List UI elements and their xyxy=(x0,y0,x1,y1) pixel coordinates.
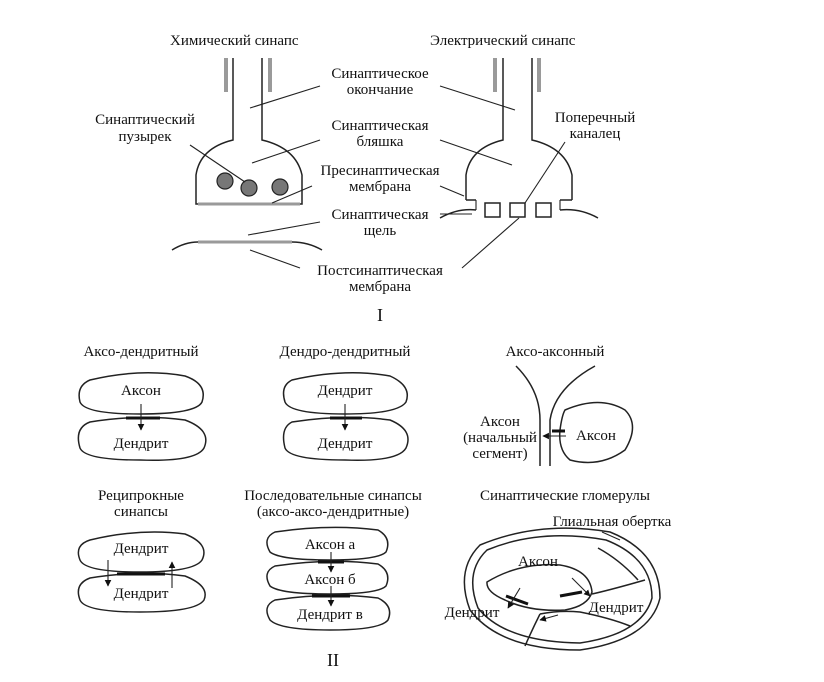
label-reciprocal-2: синапсы xyxy=(114,504,168,520)
label-dendrite-2b: Дендрит xyxy=(318,436,373,452)
label-dendrite-glom-left: Дендрит xyxy=(445,605,500,621)
label-presyn-1: Пресинаптическая xyxy=(321,163,440,179)
label-postsyn-2: мембрана xyxy=(349,279,411,295)
label-postsyn-1: Постсинаптическая xyxy=(317,263,443,279)
chemical-synapse xyxy=(171,58,323,251)
channel-2 xyxy=(509,202,526,218)
axodendritic-synapse: Аксо-дендритный Аксон Дендрит xyxy=(77,344,207,461)
label-reciprocal-1: Реципрокные xyxy=(98,488,184,504)
label-serial-2: (аксо-аксо-дендритные) xyxy=(257,504,409,520)
synaptic-glomeruli: Синаптические гломерулы Глиальная обертк… xyxy=(445,488,672,651)
label-axon-3: Аксон xyxy=(576,428,616,444)
vesicle-3 xyxy=(271,178,289,196)
label-part-2: II xyxy=(327,650,339,670)
label-channel-2: каналец xyxy=(570,126,621,142)
electrical-synapse xyxy=(439,58,599,219)
label-dendrodendritic: Дендро-дендритный xyxy=(280,344,411,360)
label-dendrite-1: Дендрит xyxy=(114,436,169,452)
part1-leader-lines xyxy=(189,85,566,269)
axoaxonal-synapse: Аксо-аксонный Аксон Аксон (начальный сег… xyxy=(463,344,634,466)
vesicle-1 xyxy=(216,172,234,190)
label-cleft-1: Синаптическая xyxy=(332,207,429,223)
label-axon-initial-1: Аксон xyxy=(480,414,520,430)
label-axon-initial-3: сегмент) xyxy=(472,446,527,462)
label-dendrite-glom-right: Дендрит xyxy=(589,600,644,616)
vesicle-2 xyxy=(240,179,258,197)
label-axon-b: Аксон б xyxy=(304,572,356,588)
label-dendrite-4a: Дендрит xyxy=(114,541,169,557)
label-presyn-2: мембрана xyxy=(349,179,411,195)
label-plaque-1: Синаптическая xyxy=(332,118,429,134)
label-dendrite-2a: Дендрит xyxy=(318,383,373,399)
label-glial: Глиальная обертка xyxy=(553,514,672,530)
label-electrical-synapse: Электрический синапс xyxy=(430,33,576,49)
label-plaque-2: бляшка xyxy=(357,134,404,150)
label-cleft-2: щель xyxy=(364,223,397,239)
label-dendrite-v: Дендрит в xyxy=(297,607,363,623)
channel-1 xyxy=(484,202,501,218)
label-serial-1: Последовательные синапсы xyxy=(244,488,422,504)
label-dendrite-4b: Дендрит xyxy=(114,586,169,602)
label-part-1: I xyxy=(377,305,383,325)
label-axon-a: Аксон а xyxy=(305,537,356,553)
label-axodendritic: Аксо-дендритный xyxy=(83,344,198,360)
label-axoaxonal: Аксо-аксонный xyxy=(506,344,605,360)
reciprocal-synapses: Реципрокные синапсы Дендрит Дендрит xyxy=(77,488,206,613)
label-axon-glom: Аксон xyxy=(518,554,558,570)
label-axon-initial-2: (начальный xyxy=(463,430,537,446)
channel-3 xyxy=(535,202,552,218)
label-syn-ending-1: Синаптическое xyxy=(331,66,429,82)
label-vesicle-1: Синаптический xyxy=(95,112,195,128)
label-syn-ending-2: окончание xyxy=(347,82,414,98)
label-vesicle-2: пузырек xyxy=(119,129,173,145)
dendrodendritic-synapse: Дендро-дендритный Дендрит Дендрит xyxy=(280,344,411,461)
serial-synapses: Последовательные синапсы (аксо-аксо-денд… xyxy=(244,488,422,631)
part1-labels: Химический синапс Электрический синапс С… xyxy=(95,33,635,325)
label-channel-1: Поперечный xyxy=(555,110,635,126)
label-axon-1: Аксон xyxy=(121,383,161,399)
label-chemical-synapse: Химический синапс xyxy=(170,33,299,49)
label-glomeruli: Синаптические гломерулы xyxy=(480,488,650,504)
